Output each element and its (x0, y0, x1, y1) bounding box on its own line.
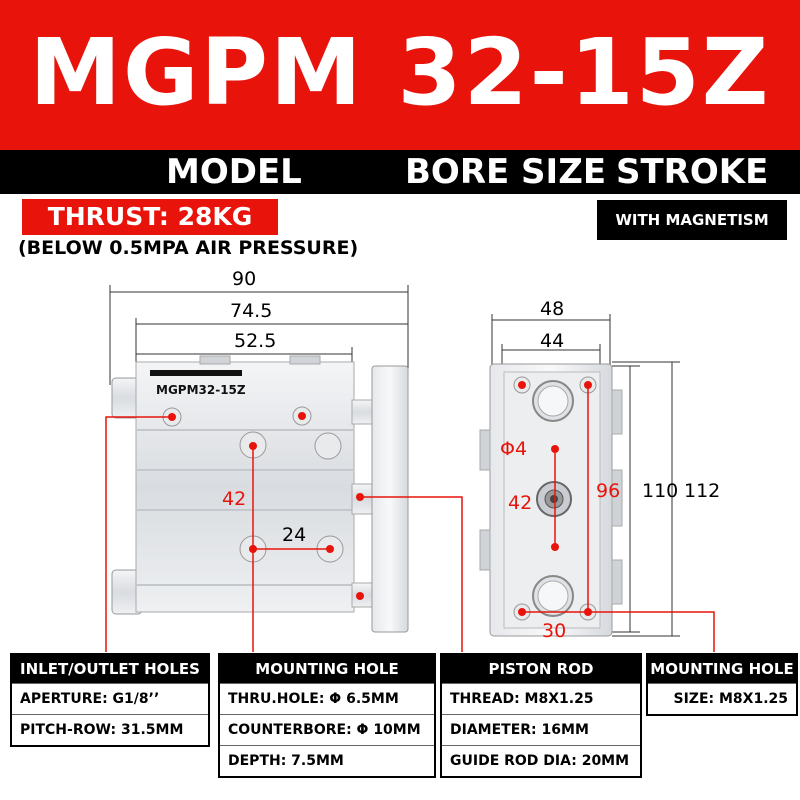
dim-front-96: 96 (596, 480, 621, 502)
table-row: SIZE: M8X1.25 (648, 683, 796, 714)
table-row: GUIDE ROD DIA: 20MM (442, 745, 640, 776)
dim-front-height-110: 110 (642, 480, 679, 502)
body-model-label: MGPM32-15Z (156, 383, 246, 397)
bore-size-label: BORE SIZE (405, 152, 607, 192)
dim-front-width: 48 (540, 298, 565, 320)
table-inlet-outlet: INLET/OUTLET HOLES APERTURE: G1/8’’ PITC… (10, 653, 210, 747)
dim-hole-span: 52.5 (234, 330, 277, 352)
table-mounting-hole-size: MOUNTING HOLE SIZE: M8X1.25 (646, 653, 798, 716)
table-title: MOUNTING HOLE (648, 655, 796, 683)
dim-body-length: 74.5 (230, 300, 273, 322)
table-row: PITCH-ROW: 31.5MM (12, 714, 208, 745)
table-row: THREAD: M8X1.25 (442, 683, 640, 714)
label-bar (0, 150, 800, 194)
magnetism-badge: WITH MAGNETISM (597, 200, 787, 240)
dim-overall-length: 90 (232, 268, 257, 290)
thrust-badge: THRUST: 28KG (22, 199, 278, 235)
dim-front-height-112: 112 (684, 480, 721, 502)
table-row: DEPTH: 7.5MM (220, 745, 434, 776)
dim-horizontal-pitch: 24 (282, 524, 307, 546)
title-banner (0, 0, 800, 150)
dim-front-30: 30 (542, 620, 567, 642)
dim-vertical-pitch: 42 (222, 488, 247, 510)
stroke-label: STROKE (616, 152, 769, 192)
dim-phi4: Φ4 (500, 438, 528, 460)
table-title: MOUNTING HOLE (220, 655, 434, 683)
table-row: APERTURE: G1/8’’ (12, 683, 208, 714)
table-mounting-hole: MOUNTING HOLE THRU.HOLE: Φ 6.5MM COUNTER… (218, 653, 436, 778)
table-row: DIAMETER: 16MM (442, 714, 640, 745)
table-title: INLET/OUTLET HOLES (12, 655, 208, 683)
dim-front-inner-width: 44 (540, 330, 565, 352)
dim-front-42: 42 (508, 492, 533, 514)
model-label: MODEL (166, 152, 302, 192)
table-row: COUNTERBORE: Φ 10MM (220, 714, 434, 745)
table-row: THRU.HOLE: Φ 6.5MM (220, 683, 434, 714)
pressure-note: (BELOW 0.5MPA AIR PRESSURE) (18, 237, 359, 259)
table-piston-rod: PISTON ROD THREAD: M8X1.25 DIAMETER: 16M… (440, 653, 642, 778)
table-title: PISTON ROD (442, 655, 640, 683)
product-title: MGPM 32-15Z (29, 19, 771, 126)
